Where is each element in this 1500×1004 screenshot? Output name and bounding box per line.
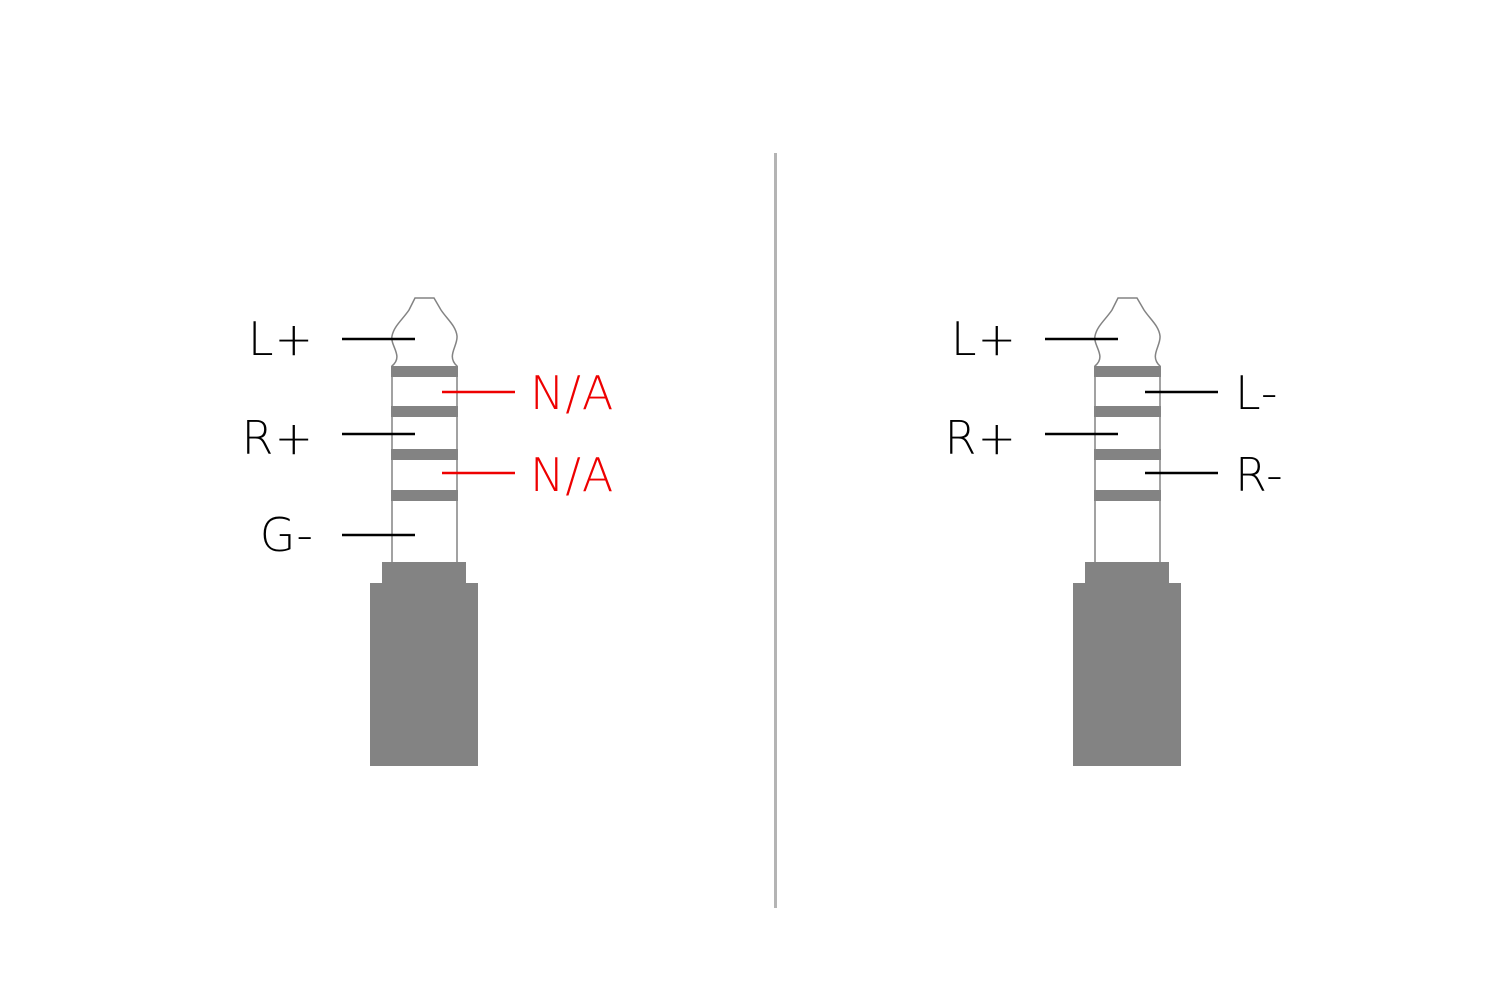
right-ring3-label: R-: [1235, 448, 1284, 502]
right-tip-label: L+: [951, 312, 1017, 366]
right-plug-housing: [1073, 583, 1181, 766]
right-ring2-label: R+: [944, 411, 1017, 465]
left-plug: L+ R+ G- N/A N/A: [241, 297, 614, 766]
left-plug-ring-band-1: [391, 366, 458, 377]
left-ring2-label: R+: [241, 411, 314, 465]
left-plug-housing: [370, 583, 478, 766]
right-plug-ring-band-2: [1094, 406, 1161, 417]
left-ring1-label: N/A: [530, 366, 614, 420]
left-sleeve-label: G-: [260, 508, 314, 562]
right-plug-ring-band-3: [1094, 449, 1161, 460]
right-plug: L+ R+ L- R-: [944, 297, 1284, 766]
left-plug-ring-band-4: [391, 490, 458, 501]
right-plug-ring-band-1: [1094, 366, 1161, 377]
left-tip-label: L+: [248, 312, 314, 366]
left-plug-ring-band-2: [391, 406, 458, 417]
left-plug-collar: [382, 562, 466, 584]
left-plug-ring-band-3: [391, 449, 458, 460]
left-ring3-label: N/A: [530, 448, 614, 502]
right-ring1-label: L-: [1235, 366, 1278, 420]
right-plug-collar: [1085, 562, 1169, 584]
right-plug-ring-band-4: [1094, 490, 1161, 501]
